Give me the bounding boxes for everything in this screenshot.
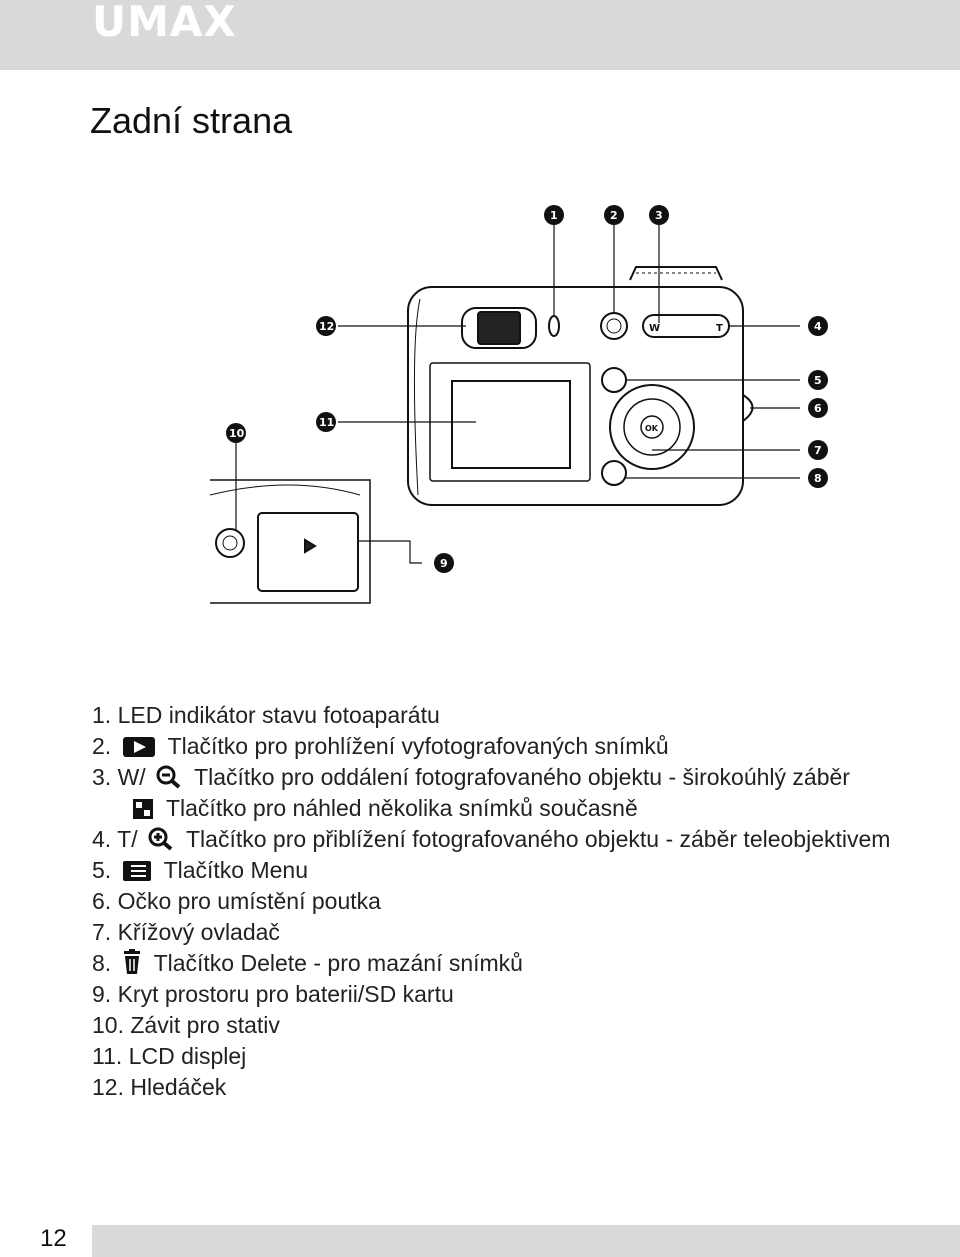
menu-icon [122,861,151,881]
callout-8: 8 [808,468,828,488]
list-item: 10. Závit pro stativ [92,1012,280,1038]
callout-1: 1 [544,205,564,225]
zoom-in-icon [148,827,173,851]
trash-icon [123,949,140,974]
delete-button [601,460,627,486]
playback-button [600,312,628,340]
list-item: 12. Hledáček [92,1074,227,1100]
thumbnail-icon [133,799,153,819]
zoom-out-icon [156,765,181,789]
camera-body [407,286,744,506]
callout-9: 9 [434,553,454,573]
list-item: 2. Tlačítko pro prohlížení vyfotografova… [92,733,669,759]
svg-text:3: 3 [655,209,663,222]
list-item: 1. LED indikátor stavu fotoaparátu [92,702,440,728]
list-item: Tlačítko pro náhled několika snímků souč… [92,793,922,824]
svg-text:10: 10 [229,427,245,440]
page-header: UMAX [0,0,960,70]
directional-pad [609,384,695,470]
list-item: 9. Kryt prostoru pro baterii/SD kartu [92,981,454,1007]
lcd-screen [451,380,571,469]
viewfinder [461,307,537,349]
footer-bar [92,1225,960,1257]
wide-label: W [649,323,660,334]
led-indicator [548,315,560,337]
list-item: 8. Tlačítko Delete - pro mazání snímků [92,949,523,976]
callout-3: 3 [649,205,669,225]
list-item: 11. LCD displej [92,1043,247,1069]
camera-back-diagram: W T OK 1 2 3 4 5 6 7 8 9 10 11 12 [209,205,828,604]
menu-button [601,367,627,393]
list-item: 4. T/ Tlačítko pro přiblížení fotografov… [92,826,891,852]
svg-text:6: 6 [814,402,822,415]
svg-text:5: 5 [814,374,822,387]
callout-2: 2 [604,205,624,225]
playback-icon [122,737,155,757]
svg-text:8: 8 [814,472,822,485]
svg-text:4: 4 [814,320,822,333]
brand-logo: UMAX [92,0,237,46]
page-number: 12 [40,1225,67,1252]
ok-label: OK [645,424,659,433]
svg-text:1: 1 [550,209,558,222]
callout-4: 4 [808,316,828,336]
callout-5: 5 [808,370,828,390]
battery-cover [257,512,359,592]
svg-text:11: 11 [319,416,334,429]
page-title: Zadní strana [90,100,293,141]
callout-12: 12 [316,316,336,336]
tripod-socket [215,528,245,558]
list-item: 6. Očko pro umístění poutka [92,888,381,914]
list-item: 7. Křížový ovladač [92,919,280,945]
svg-text:2: 2 [610,209,618,222]
callout-10: 10 [226,423,246,443]
list-item: 3. W/ Tlačítko pro oddálení fotografovan… [92,764,850,790]
callout-7: 7 [808,440,828,460]
tele-label: T [716,323,723,334]
callout-6: 6 [808,398,828,418]
svg-text:12: 12 [319,320,334,333]
parts-list: 1. LED indikátor stavu fotoaparátu 2. Tl… [92,700,922,1103]
svg-text:9: 9 [440,557,448,570]
list-item: 5. Tlačítko Menu [92,857,309,883]
svg-text:7: 7 [814,444,822,457]
callout-11: 11 [316,412,336,432]
